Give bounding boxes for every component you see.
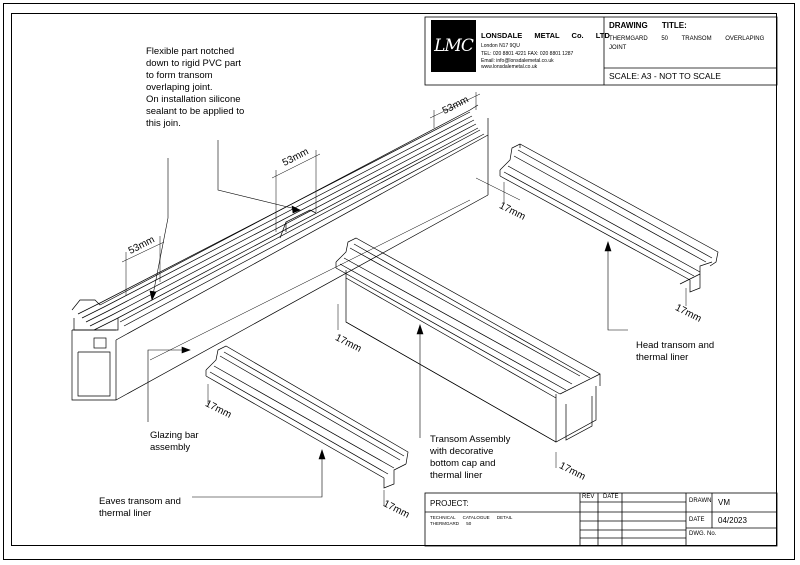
company-address: London N17 9QU <box>481 43 520 49</box>
company-name: LONSDALE METAL Co. LTD <box>481 31 610 40</box>
drawing-title-value: THERMGARD 50 TRANSOM OVERLAPING JOINT <box>609 36 765 51</box>
date2-label: DATE <box>689 517 705 523</box>
company-logo: LMC <box>431 20 476 72</box>
head-transom-note: Head transom and thermal liner <box>636 340 715 363</box>
date2-value: 04/2023 <box>718 516 747 525</box>
dwg-label: DWG. No. <box>689 531 717 537</box>
drawing-border <box>11 13 777 546</box>
title-block-frame <box>424 16 778 547</box>
company-contact: TEL: 020 8801 4221 FAX: 020 8801 1287 Em… <box>481 51 574 70</box>
flexible-part-note: Flexible part notched down to rigid PVC … <box>146 46 245 129</box>
date-label: DATE <box>603 494 619 500</box>
project-label: PROJECT: <box>430 499 469 508</box>
leader-lines <box>147 140 628 498</box>
transom-assembly-note: Transom Assembly with decorative bottom … <box>430 434 511 481</box>
rev-label: REV <box>582 494 595 500</box>
project-value: TECHNICAL CATALOGUE DETAIL THERMGARD 50 <box>430 515 513 526</box>
glazing-bar-note: Glazing bar assembly <box>150 430 199 453</box>
eaves-transom-note: Eaves transom and thermal liner <box>99 496 181 519</box>
eaves-transom <box>205 345 409 506</box>
transom-assembly <box>335 237 601 468</box>
head-transom <box>499 143 719 306</box>
drawing-sheet <box>3 3 795 560</box>
drawn-label: DRAWN <box>689 498 712 504</box>
drawing-title-label: DRAWING TITLE: <box>609 21 687 30</box>
glazing-bar-assembly <box>71 92 489 401</box>
scale-label: SCALE: A3 - NOT TO SCALE <box>609 71 721 81</box>
drawn-value: VM <box>718 498 730 507</box>
